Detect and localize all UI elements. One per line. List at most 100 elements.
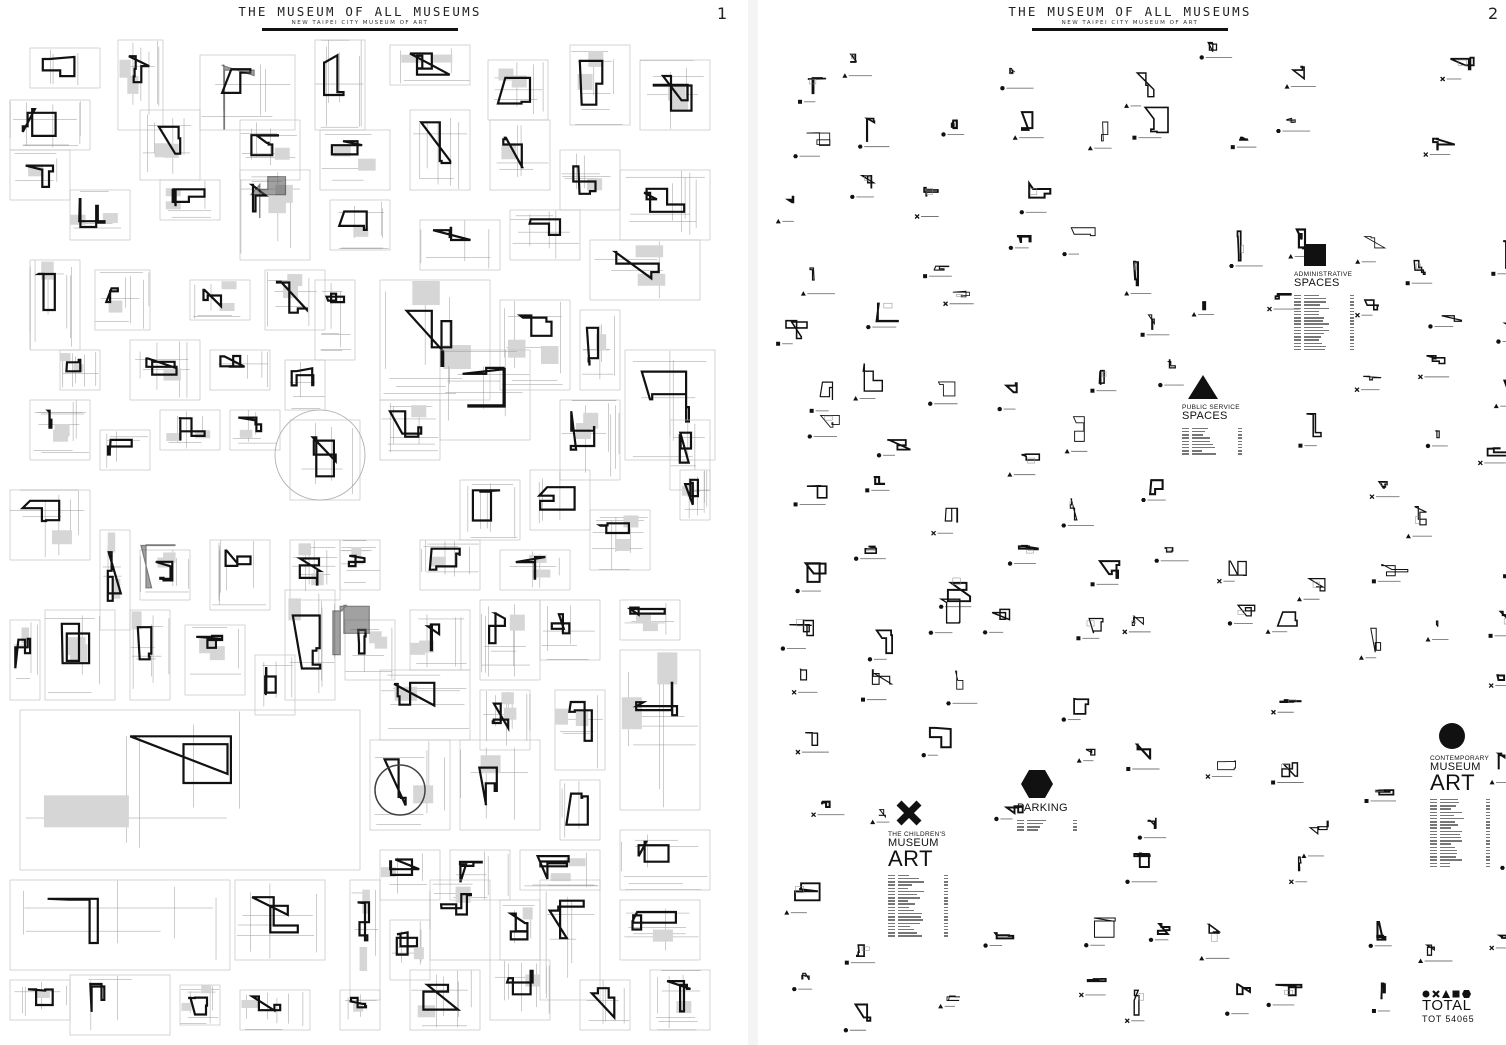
circle-icon [928, 401, 933, 406]
space-fragment [1229, 230, 1263, 268]
space-fragment [1355, 236, 1387, 264]
square-icon [1371, 1008, 1376, 1013]
museum-floor-plan [234, 879, 326, 961]
hexagon-icon [1500, 865, 1505, 870]
cross-icon [1216, 578, 1222, 584]
museum-floor-plan [159, 409, 221, 451]
legend-parking-rows [1017, 818, 1077, 831]
space-fragment [793, 484, 828, 507]
triangle-icon [1284, 84, 1290, 89]
cross-icon [1369, 494, 1375, 500]
triangle-icon [1301, 853, 1307, 858]
museum-floor-plan [539, 599, 601, 661]
legend-row [1294, 303, 1354, 306]
triangle-icon [1265, 629, 1271, 634]
hexagon-icon [1368, 943, 1374, 948]
triangle-icon [1124, 291, 1130, 296]
legend-row [1430, 842, 1490, 845]
space-fragment [1417, 355, 1450, 380]
space-fragment [791, 972, 813, 992]
space-fragment [1405, 506, 1432, 539]
museum-floor-plan [619, 649, 701, 811]
museum-floor-plan [184, 624, 246, 696]
circle-icon [1227, 621, 1233, 626]
museum-floor-plan [314, 279, 356, 361]
museum-floor-plan [189, 279, 251, 321]
space-fragment [795, 562, 827, 594]
museum-floor-plan [9, 99, 91, 151]
museum-floor-plan [29, 47, 101, 89]
hexagon-icon [1229, 263, 1234, 268]
cross-icon [1122, 629, 1128, 635]
legend-row [888, 892, 948, 896]
circle-icon [1007, 561, 1013, 566]
museum-floor-plan [9, 879, 231, 971]
legend-row [888, 914, 948, 918]
space-fragment [1061, 697, 1090, 722]
museum-floor-plan [139, 549, 191, 601]
museum-floor-plan [239, 989, 311, 1031]
triangle-icon [775, 218, 781, 224]
space-fragment [1078, 978, 1107, 998]
square-icon [809, 408, 814, 413]
space-fragment [1267, 293, 1301, 312]
circle-icon [1158, 382, 1163, 388]
museum-floor-plan [519, 849, 601, 891]
square-icon [1076, 636, 1081, 641]
museum-floor-plan [509, 209, 581, 261]
museum-floor-plan [264, 269, 326, 331]
legend-contemporary-line1: CONTEMPORARY [1430, 755, 1490, 762]
space-fragment [1265, 611, 1298, 634]
space-fragment [857, 117, 890, 149]
space-fragment [842, 53, 872, 78]
legend-row [888, 886, 948, 889]
space-fragment [849, 175, 876, 199]
sheet1-subtitle: NEW TAIPEI CITY MUSEUM OF ART [291, 20, 429, 26]
space-fragment [800, 267, 836, 296]
triangle-icon [870, 819, 876, 825]
space-fragment [1488, 674, 1506, 689]
museum-floor-plan [289, 539, 341, 601]
museum-floor-plan [349, 879, 381, 1001]
circle-icon [876, 453, 882, 458]
legend-row [1182, 448, 1242, 452]
museum-floor-plan [339, 989, 381, 1031]
space-fragment [931, 507, 959, 536]
museum-floor-plan [409, 969, 481, 1031]
legend-row [888, 930, 948, 934]
legend-row [1430, 803, 1490, 807]
museum-floor-plan [579, 979, 631, 1031]
museum-floor-plan [199, 54, 296, 131]
space-fragment [1076, 748, 1096, 763]
space-fragment [943, 290, 974, 307]
space-fragment [865, 476, 890, 493]
legend-administrative-spaces: ADMINISTRATIVE SPACES [1294, 244, 1354, 351]
museum-floor-plan [409, 109, 471, 191]
legend-childrens-line2: MUSEUM [888, 837, 939, 849]
legend-row [1430, 838, 1490, 842]
legend-row [1430, 835, 1490, 839]
cross-icon [1440, 76, 1446, 82]
triangle-icon [1489, 779, 1495, 785]
museum-floor-plan [9, 149, 71, 201]
triangle-icon [800, 291, 806, 296]
space-fragment [867, 629, 893, 662]
legend-row [1017, 818, 1077, 822]
rotunda-plan [374, 764, 426, 816]
museum-floor-plan [139, 109, 201, 181]
museum-floor-plan [339, 539, 381, 591]
museum-floor-plan [9, 979, 71, 1021]
space-fragment [1423, 137, 1456, 158]
circle-icon [1422, 990, 1430, 998]
space-fragment [1418, 944, 1453, 964]
legend-row [888, 921, 948, 924]
legend-childrens-line3: ART [888, 846, 934, 871]
space-fragment [1148, 922, 1171, 942]
cross-icon [931, 530, 937, 536]
hexagon-icon [791, 987, 797, 992]
space-fragment [1371, 564, 1409, 584]
space-fragment [946, 670, 978, 706]
square-icon [1090, 388, 1095, 393]
cross-icon [1355, 312, 1360, 318]
museum-floor-plan [419, 219, 501, 271]
